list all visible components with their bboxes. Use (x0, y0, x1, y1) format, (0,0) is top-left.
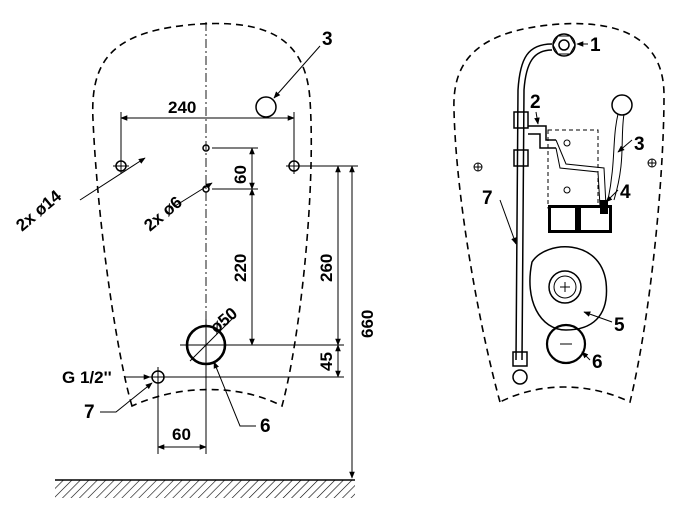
screw-left (473, 162, 483, 172)
holes14-leader (79, 157, 146, 201)
r-callout-5-leader (583, 311, 613, 323)
sensor-head (611, 94, 633, 116)
hole-6-top (202, 144, 210, 152)
floor-hatch (55, 480, 355, 498)
r-callout-1-label: 1 (590, 35, 601, 56)
sensor-cable (607, 113, 619, 201)
r-callout-7-label: 7 (482, 188, 493, 209)
dia50-label: ø50 (206, 304, 241, 337)
left-view: 240 60 220 260 45 660 60 ø50 2x ø14 (12, 22, 377, 498)
dim-260-label: 260 (317, 254, 336, 282)
item-3-circle (255, 96, 277, 118)
bracket-dashed (547, 129, 599, 209)
r-callout-2-leader (534, 111, 540, 125)
r-callout-5-label: 5 (614, 315, 625, 336)
holes6-leader (174, 182, 213, 207)
right-view: 1 2 3 4 5 6 7 (453, 22, 665, 404)
right-panel-outline (453, 22, 665, 404)
screw-right (647, 158, 657, 168)
holes6-label: 2x ø6 (140, 193, 186, 236)
holes14-label: 2x ø14 (12, 186, 65, 235)
dim-240-label: 240 (168, 98, 196, 117)
callout-6-leader (213, 361, 256, 427)
r-callout-6-label: 6 (592, 352, 603, 373)
wire-a (555, 147, 601, 207)
r-callout-7-leader (499, 199, 517, 245)
dim-220-label: 220 (231, 254, 250, 282)
r-callout-2-label: 2 (530, 92, 541, 113)
r-callout-3-label: 3 (634, 134, 645, 155)
flush-button (548, 270, 582, 304)
dia50-leader (189, 316, 235, 362)
r-callout-4-label: 4 (620, 182, 631, 203)
valve-nut (552, 33, 576, 57)
hose-fitting-top (513, 111, 529, 129)
r-callout-3-leader (617, 139, 633, 153)
r-callout-6-leader (581, 351, 591, 361)
callout-7-label: 7 (84, 402, 95, 423)
thread-label: G 1/2'' (62, 368, 112, 387)
flex-hose (515, 43, 553, 361)
dim-60-top-label: 60 (231, 165, 250, 184)
bracket-screw-top (563, 139, 571, 147)
left-panel-outline (91, 22, 313, 408)
callout-7-leader (100, 382, 153, 413)
r-callout-4-leader (605, 189, 619, 203)
hose-end (512, 369, 528, 385)
dim-60-bottom-label: 60 (172, 425, 191, 444)
callout-3-label: 3 (322, 29, 333, 50)
bracket-screw-bottom (563, 186, 571, 194)
valve-housing (529, 246, 608, 331)
tee-fitting (528, 125, 556, 141)
wire-b (555, 139, 607, 207)
outlet-circle (545, 323, 587, 365)
hose-fitting-mid (513, 149, 529, 167)
callout-6-label: 6 (260, 416, 271, 437)
hose-fitting-bottom (512, 351, 528, 367)
callout-3-leader (273, 45, 321, 99)
dim-45-label: 45 (317, 352, 336, 371)
dim-660-label: 660 (358, 310, 377, 338)
